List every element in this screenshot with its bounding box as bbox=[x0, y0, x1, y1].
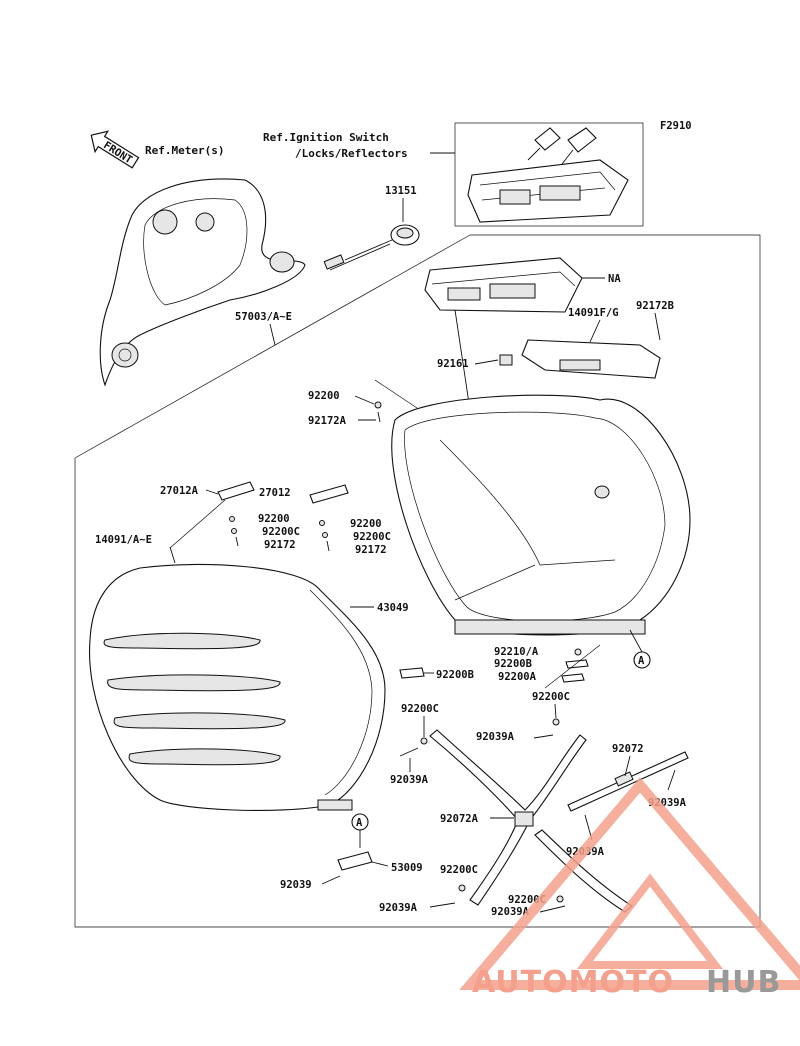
label-92039a-1: 92039A bbox=[476, 731, 515, 743]
ref-ignition-label-1: Ref.Ignition Switch bbox=[263, 131, 389, 144]
label-53009: 53009 bbox=[391, 862, 423, 874]
label-92200-r: 92200 bbox=[350, 518, 382, 530]
label-92161: 92161 bbox=[437, 358, 469, 370]
front-arrow-icon: FRONT bbox=[90, 130, 140, 169]
label-92172-r: 92172 bbox=[355, 544, 387, 556]
bracket-53009 bbox=[337, 851, 373, 871]
label-92200c-3: 92200C bbox=[440, 864, 478, 876]
label-92200c-r: 92200C bbox=[353, 531, 391, 543]
trim-14091fg bbox=[521, 339, 661, 379]
marker-a2: A bbox=[356, 817, 363, 829]
ref-ignition-label-2: /Locks/Reflectors bbox=[295, 147, 408, 160]
label-92200-l: 92200 bbox=[258, 513, 290, 525]
label-57003: 57003/A~E bbox=[235, 311, 292, 323]
label-14091ae: 14091/A~E bbox=[95, 534, 152, 546]
label-92072: 92072 bbox=[612, 743, 644, 755]
meter-housing bbox=[99, 178, 306, 387]
label-92200b-b: 92200B bbox=[436, 669, 474, 681]
label-27012a: 27012A bbox=[160, 485, 199, 497]
ref-meter-label: Ref.Meter(s) bbox=[145, 144, 224, 157]
lock-unit-na bbox=[424, 257, 583, 313]
label-92200b-a: 92200B bbox=[494, 658, 532, 670]
front-label: FRONT bbox=[101, 139, 134, 166]
label-na: NA bbox=[608, 273, 621, 285]
logo-text-2: HUB bbox=[706, 965, 781, 1000]
label-92200c-1: 92200C bbox=[401, 703, 439, 715]
clip-92161 bbox=[499, 354, 513, 366]
label-13151: 13151 bbox=[385, 185, 417, 197]
hinge-27012a bbox=[217, 481, 255, 501]
label-43049: 43049 bbox=[377, 602, 409, 614]
label-92039a-2: 92039A bbox=[390, 774, 429, 786]
saddlebag-lid-43049 bbox=[88, 563, 386, 811]
key-icon bbox=[527, 127, 597, 165]
hinge-27012 bbox=[309, 484, 349, 504]
label-92172a: 92172A bbox=[308, 415, 347, 427]
label-92200a: 92200A bbox=[498, 671, 537, 683]
label-92200-top: 92200 bbox=[308, 390, 340, 402]
logo-text-1: AUTOMOTO bbox=[472, 965, 674, 1000]
label-92039a-6: 92039A bbox=[491, 906, 530, 918]
strap-92072 bbox=[567, 751, 689, 812]
strap-92072a bbox=[429, 729, 587, 906]
strap-lower bbox=[534, 829, 633, 913]
ignition-ref-box bbox=[454, 122, 644, 227]
label-92172-l: 92172 bbox=[264, 539, 296, 551]
label-92172b: 92172B bbox=[636, 300, 674, 312]
label-92210a: 92210/A bbox=[494, 646, 539, 658]
label-92200c-l: 92200C bbox=[262, 526, 300, 538]
automotohub-logo: AUTOMOTO HUB bbox=[459, 777, 800, 1000]
ignition-assembly-ref bbox=[467, 159, 629, 223]
socket-13151 bbox=[323, 224, 420, 271]
label-92200c-2: 92200C bbox=[532, 691, 570, 703]
saddlebag-inner-case bbox=[391, 394, 691, 636]
label-92039a-5: 92039A bbox=[379, 902, 418, 914]
label-92072a: 92072A bbox=[440, 813, 479, 825]
figure-code: F2910 bbox=[660, 120, 692, 132]
label-27012: 27012 bbox=[259, 487, 291, 499]
label-92039: 92039 bbox=[280, 879, 312, 891]
label-14091fg: 14091F/G bbox=[568, 307, 619, 319]
marker-a1: A bbox=[638, 655, 645, 667]
